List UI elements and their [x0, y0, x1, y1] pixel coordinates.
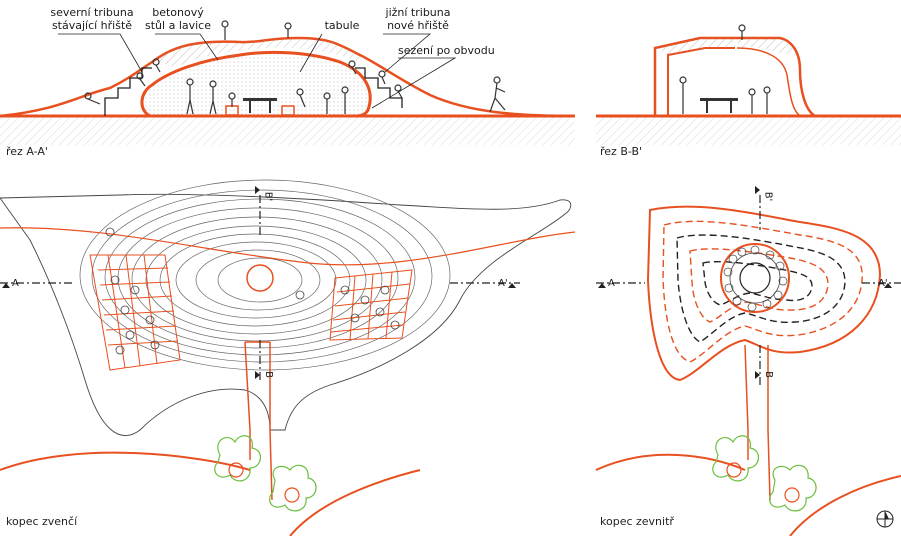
north-arrow-icon	[876, 510, 894, 528]
cut-mark-b-top-inside: B'	[762, 191, 774, 202]
cut-mark-b-bottom-inside: B	[762, 371, 774, 378]
label-south-stand: jižní tribuna nové hřiště	[386, 6, 451, 32]
label-south-stand-line2: nové hřiště	[387, 19, 449, 32]
caption-plan-outside: kopec zvenčí	[6, 515, 78, 528]
section-aa-drawing	[0, 20, 576, 145]
label-board: tabule	[324, 19, 360, 32]
cut-mark-a-left-inside: A	[608, 278, 615, 289]
plan-outside-drawing	[0, 179, 576, 536]
label-south-stand-line1: jižní tribuna	[385, 6, 451, 19]
label-north-stand-line1: severní tribuna	[50, 6, 134, 19]
cut-mark-b-top-outside: B'	[262, 191, 274, 202]
label-concrete-table: betonový stůl a lavice	[145, 6, 211, 32]
caption-plan-inside: kopec zevnitř	[600, 515, 674, 528]
caption-section-bb: řez B-B'	[600, 145, 643, 158]
label-north-stand-line2: stávající hřiště	[51, 19, 133, 32]
label-concrete-table-line2: stůl a lavice	[145, 19, 211, 32]
section-bb-drawing	[596, 24, 901, 145]
cut-mark-a-right-inside: A'	[878, 278, 888, 289]
cut-mark-b-bottom-outside: B	[262, 371, 274, 378]
label-perimeter-seating: sezení po obvodu	[398, 44, 495, 57]
plan-inside-drawing	[595, 186, 901, 536]
cut-mark-a-left-outside: A	[12, 278, 19, 289]
label-north-stand: severní tribuna stávající hřiště	[50, 6, 133, 32]
caption-section-aa: řez A-A'	[6, 145, 48, 158]
label-concrete-table-line1: betonový	[152, 6, 204, 19]
cut-mark-a-right-outside: A'	[498, 278, 508, 289]
